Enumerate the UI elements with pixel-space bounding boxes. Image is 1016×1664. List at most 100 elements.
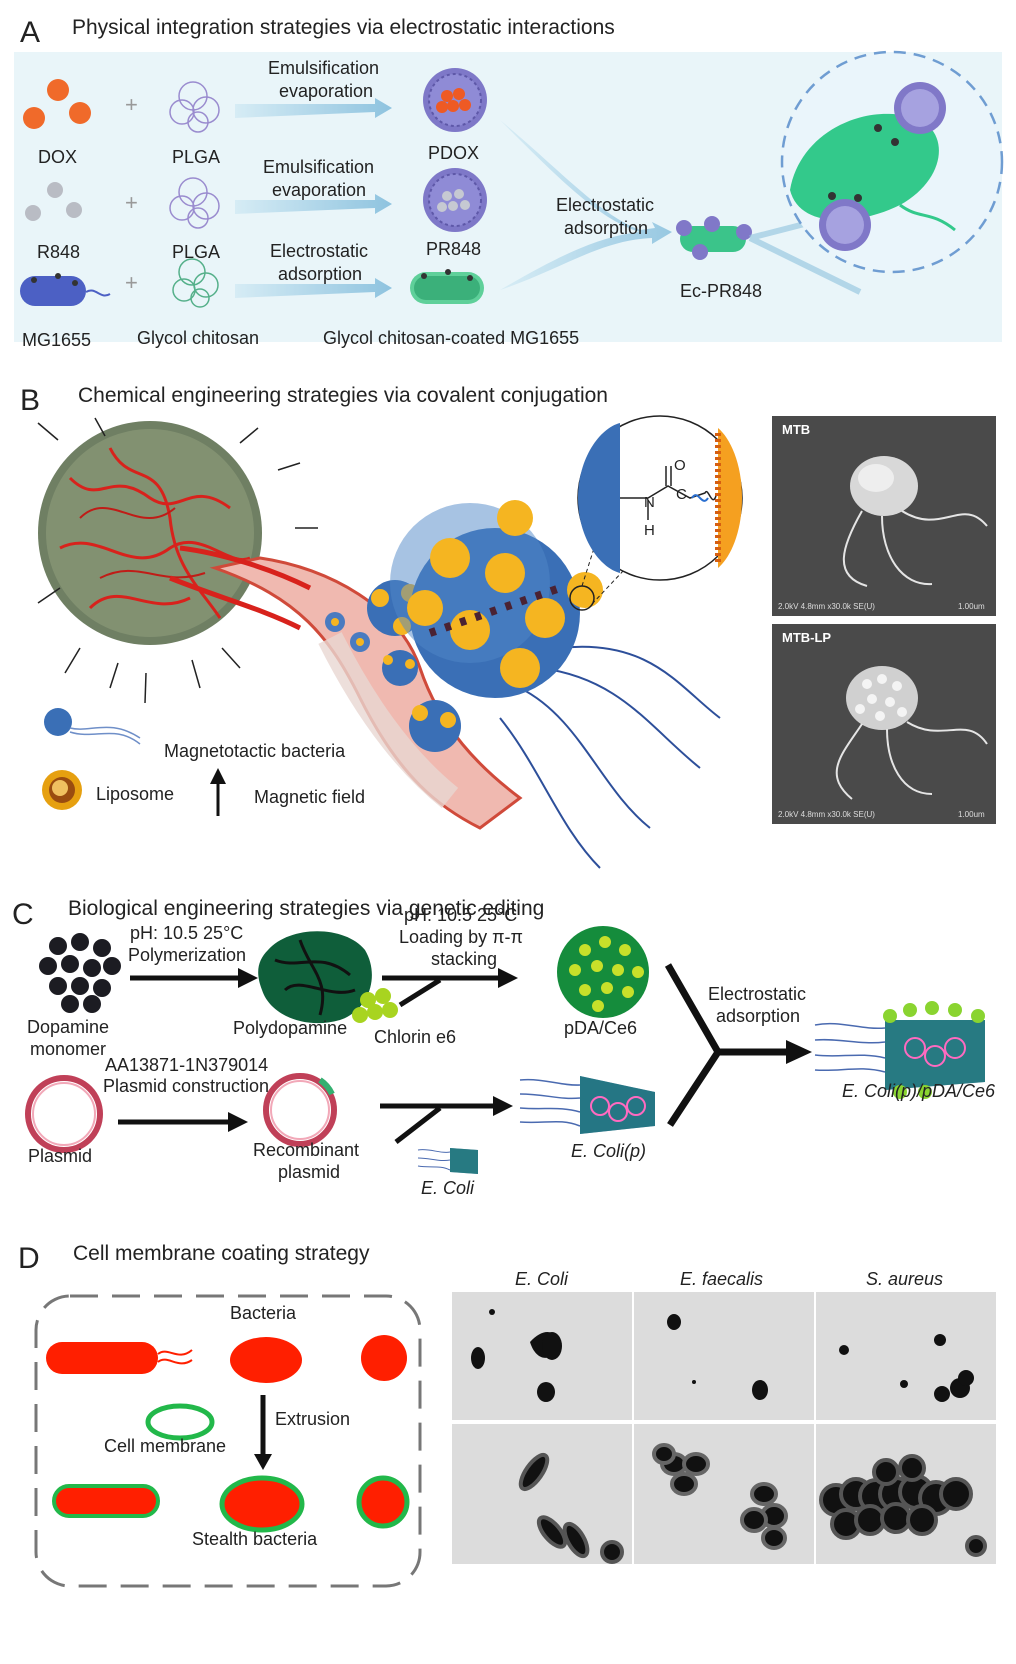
coated-mg1655	[410, 269, 484, 304]
panel-a-illustration: + +	[14, 50, 1004, 342]
arrow-branch-chlorin	[398, 977, 442, 1008]
label-ec-pr848: Ec-PR848	[680, 281, 763, 301]
arrowhead	[493, 1096, 513, 1116]
label-recombinant-plasmid: plasmid	[278, 1162, 341, 1182]
ecoli-small	[417, 1148, 478, 1174]
label-cell-membrane: Cell membrane	[104, 1436, 227, 1456]
label-electrostatic: Electrostatic	[708, 984, 807, 1004]
panel-b-illustration	[37, 415, 743, 869]
panel-c-title: Biological engineering strategies via ge…	[68, 897, 545, 920]
label-adsorption: adsorption	[716, 1006, 801, 1026]
stealth-oval-bacterium	[219, 1475, 305, 1533]
label-pdox: PDOX	[428, 143, 480, 163]
dox-molecules	[23, 79, 91, 129]
glycol-chitosan-coil	[172, 258, 219, 308]
panel-b-title: Chemical engineering strategies via cova…	[78, 384, 608, 407]
legend-liposome-label: Liposome	[96, 784, 175, 804]
atom-o: O	[674, 457, 686, 474]
label-final-product: E. Coli(p)/pDA/Ce6	[842, 1081, 996, 1101]
polydopamine-particle	[258, 931, 372, 1024]
tem-efaecalis-coated-cells	[652, 1443, 788, 1550]
plga-coil-2	[169, 177, 220, 229]
label-plasmid-id: AA13871-1N379014	[105, 1055, 269, 1075]
label-plga-1: PLGA	[172, 147, 221, 167]
plasmid-ring	[25, 1075, 103, 1153]
label-dox: DOX	[38, 147, 78, 167]
recombinant-plasmid-ring	[263, 1073, 337, 1147]
arrowhead	[228, 1112, 248, 1132]
label-mg1655: MG1655	[22, 330, 92, 350]
tem-ecoli-coated	[452, 1424, 632, 1564]
sem-mtb-cell	[842, 456, 988, 587]
tumor-sphere	[38, 421, 262, 645]
legend-field-label: Magnetic field	[254, 787, 366, 807]
label-monomer: monomer	[30, 1039, 107, 1059]
oval-bacterium	[230, 1337, 302, 1383]
label-evaporation-2: evaporation	[272, 180, 367, 200]
sem-footer-mtb: 2.0kV 4.8mm x30.0k SE(U)	[778, 602, 875, 611]
panel-c: C Biological engineering strategies via …	[0, 880, 1016, 1220]
label-pr848: PR848	[426, 239, 482, 259]
label-ecoli: E. Coli	[421, 1178, 475, 1198]
tem-saureus-coated-cells	[819, 1454, 987, 1557]
label-plga-2: PLGA	[172, 242, 221, 262]
tem-efaecalis-bare	[634, 1292, 814, 1420]
label-chlorin-e6: Chlorin e6	[374, 1027, 457, 1047]
label-r848: R848	[37, 242, 81, 262]
amide-zoom-circle	[569, 415, 743, 611]
tem-ecoli-coated-cells	[518, 1452, 624, 1564]
pr848-particle	[423, 168, 487, 232]
sem-scale-mtb-lp: 1.00um	[958, 810, 985, 819]
ec-pr848-zoom	[780, 50, 1004, 274]
r848-molecules	[25, 182, 82, 221]
label-cond1-ph: pH: 10.5 25°C	[130, 923, 244, 943]
tem-efaecalis-coated	[634, 1424, 814, 1564]
atom-n: N	[644, 494, 655, 511]
label-stealth-bacteria: Stealth bacteria	[192, 1529, 318, 1549]
label-electrostatic-2: Electrostatic	[556, 195, 655, 215]
blood-vessel	[169, 545, 523, 830]
legend-mtb-label: Magnetotactic bacteria	[164, 741, 346, 761]
tem-saureus-coated	[816, 1424, 996, 1564]
magnetic-field-arrow	[210, 768, 226, 816]
plga-coil-1	[169, 81, 220, 133]
label-bacteria: Bacteria	[230, 1303, 297, 1323]
label-ecoli-p: E. Coli(p)	[571, 1141, 647, 1161]
label-loading: Loading by π-π	[399, 927, 523, 947]
panel-b: B Chemical engineering strategies via co…	[0, 368, 1016, 878]
atom-h: H	[644, 522, 655, 539]
sem-label-mtb: MTB	[782, 422, 811, 437]
panel-a: A Physical integration strategies via el…	[0, 0, 1016, 350]
panel-d-title: Cell membrane coating strategy	[73, 1242, 370, 1265]
tem-efaecalis-cells	[667, 1314, 768, 1400]
tem-saureus-bare	[816, 1292, 996, 1420]
label-cond2-ph: pH: 10.5 25°C	[404, 905, 518, 925]
label-emulsification-1: Emulsification	[268, 58, 380, 78]
tem-saureus-cells	[839, 1334, 974, 1402]
arrow-electrostatic-1	[235, 278, 392, 298]
plus-sign: +	[125, 92, 138, 117]
label-polydopamine: Polydopamine	[233, 1018, 348, 1038]
pdox-particle	[423, 68, 487, 132]
arrow-branch-ecoli	[394, 1106, 442, 1144]
stealth-round-bacterium	[356, 1475, 410, 1529]
sem-image-mtb: MTB 2.0kV 4.8mm x30.0k SE(U) 1.00um	[772, 416, 996, 616]
label-plasmid: Plasmid	[28, 1146, 93, 1166]
dashed-frame	[34, 1294, 422, 1588]
label-polymerization: Polymerization	[128, 945, 247, 965]
species-header-efaecalis: E. faecalis	[680, 1269, 764, 1289]
rod-bacterium	[46, 1342, 193, 1374]
round-bacterium	[361, 1335, 407, 1381]
sem-scale-mtb: 1.00um	[958, 602, 985, 611]
label-evaporation-1: evaporation	[279, 81, 374, 101]
mg1655-bacterium	[20, 273, 111, 306]
dopamine-monomer	[39, 933, 121, 1013]
plus-sign: +	[125, 270, 138, 295]
final-ecoli-particle	[814, 1001, 985, 1099]
ec-pr848-small	[676, 216, 752, 260]
arrowhead	[254, 1454, 272, 1470]
panel-a-title: Physical integration strategies via elec…	[72, 16, 615, 39]
tem-ecoli-bare	[452, 1292, 632, 1420]
legend-liposome-icon	[42, 770, 82, 810]
arrow-emulsification-1	[235, 98, 392, 118]
